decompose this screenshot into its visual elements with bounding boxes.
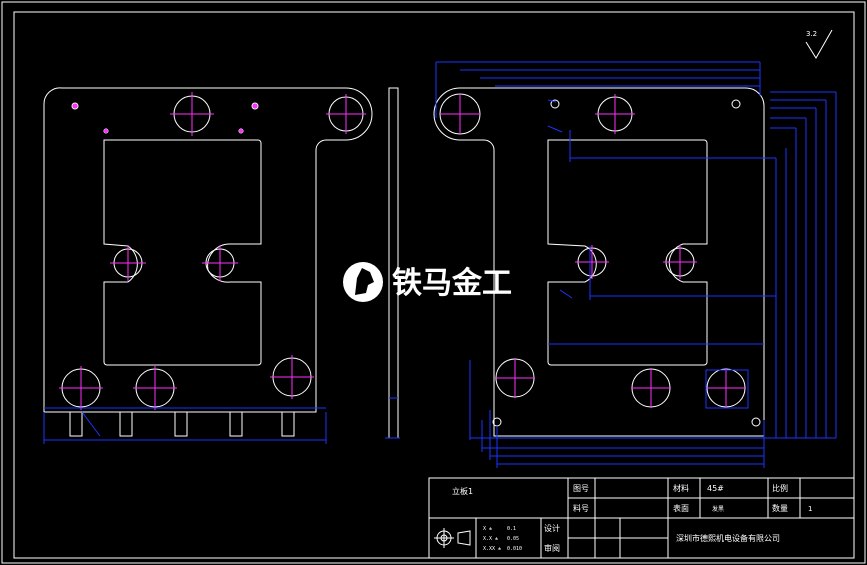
- quantity-value: 1: [808, 505, 812, 513]
- material-no-label: 料号: [573, 503, 589, 513]
- watermark: 铁马金工: [343, 262, 512, 302]
- tolerance-2-label: X.X ±: [483, 536, 498, 542]
- material-value: 45#: [707, 484, 724, 493]
- company-name: 深圳市德熙机电设备有限公司: [676, 533, 780, 543]
- design-label: 设计: [544, 523, 560, 533]
- left-dimensions: [43, 407, 327, 444]
- small-hole-1: [71, 102, 79, 110]
- tolerance-2-value: 0.05: [507, 536, 519, 542]
- side-view: [385, 87, 400, 439]
- right-view: [433, 87, 765, 437]
- review-label: 审阅: [544, 543, 560, 553]
- right-plate-outline: [433, 87, 765, 437]
- first-angle-projection-icon: [434, 528, 471, 548]
- right-window: [547, 139, 708, 366]
- roughness-symbol: 3.2: [805, 29, 833, 59]
- tolerance-1-value: 0.1: [507, 526, 516, 532]
- part-name: 立板1: [452, 486, 473, 496]
- left-centerlines: [59, 92, 366, 410]
- right-dimensions: [435, 61, 837, 468]
- roughness-value: 3.2: [806, 30, 817, 38]
- tolerance-1-label: X ±: [483, 526, 492, 532]
- quantity-label: 数量: [772, 503, 788, 513]
- left-holes: [61, 95, 364, 408]
- title-block: [428, 477, 855, 559]
- tolerance-3-value: 0.010: [507, 546, 522, 552]
- drawing-no-label: 图号: [573, 484, 589, 493]
- watermark-text: 铁马金工: [392, 266, 512, 301]
- right-centerlines: [440, 94, 746, 408]
- surface-value: 发黑: [712, 505, 724, 513]
- material-label: 材料: [673, 483, 689, 493]
- surface-label: 表面: [673, 503, 689, 513]
- tolerance-3-label: X.XX ±: [483, 546, 501, 552]
- scale-label: 比例: [772, 483, 788, 493]
- left-view: [43, 87, 373, 437]
- bottom-teeth: [69, 411, 295, 437]
- left-plate-outline: [43, 87, 373, 413]
- left-window-upper: [103, 139, 262, 366]
- small-hole-2: [251, 102, 259, 110]
- right-holes: [439, 93, 761, 427]
